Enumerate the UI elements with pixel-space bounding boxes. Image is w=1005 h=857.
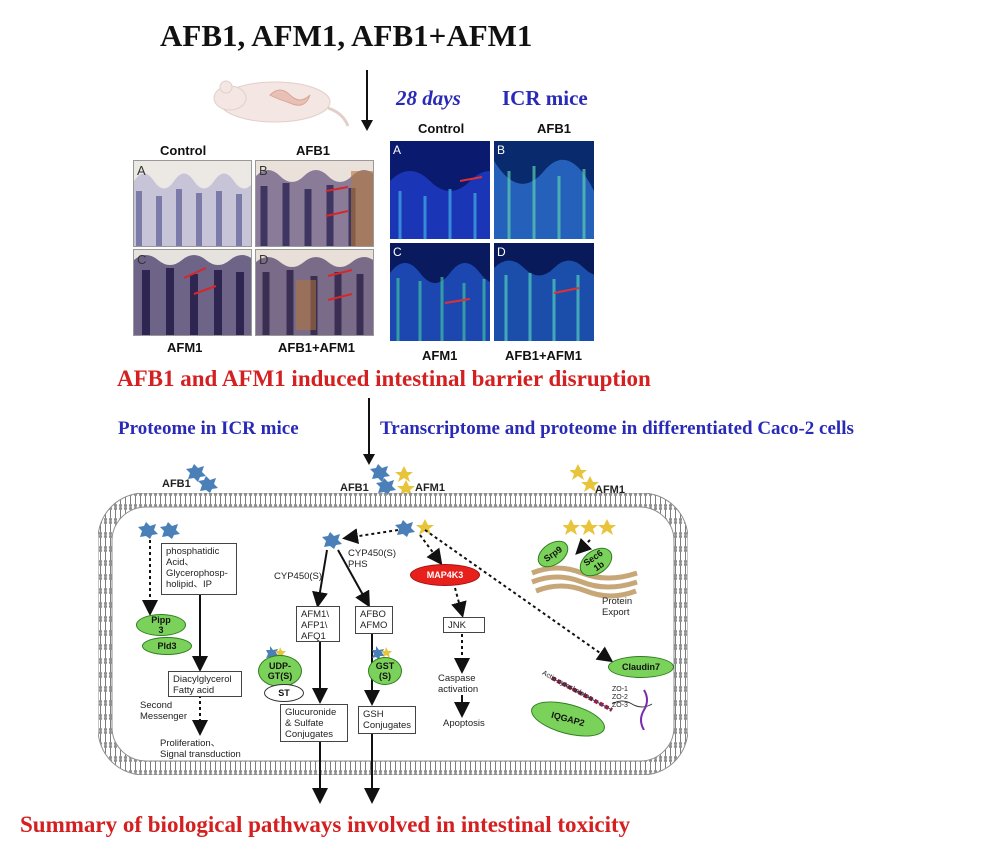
- if-letter-d: D: [497, 245, 506, 259]
- ihc-panel-c: C: [133, 249, 252, 336]
- if-letter-b: B: [497, 143, 506, 157]
- if-panel-b: B: [493, 140, 595, 240]
- diacylglycerol-box: Diacylglycerol Fatty acid: [168, 671, 242, 697]
- ihc-label-afm1: AFM1: [167, 340, 203, 355]
- map4k3-node: MAP4K3: [410, 564, 480, 586]
- afm1-molecule-icon: [570, 464, 599, 492]
- if-panel-d: D: [493, 242, 595, 342]
- ihc-letter-a: A: [137, 163, 146, 178]
- ihc-letter-c: C: [137, 252, 147, 267]
- gst-molecule-icon: [372, 646, 392, 660]
- duration-label: 28 days: [396, 86, 461, 110]
- toxin-afb1-combo-label: AFB1: [340, 482, 369, 494]
- gst-node: GST (S): [368, 657, 402, 685]
- if-label-afm1: AFM1: [422, 348, 458, 363]
- ihc-panel-b: B: [255, 160, 374, 247]
- afm1-metabolites-box: AFM1\ AFP1\ AFQ1: [296, 606, 340, 642]
- afb1-molecule-icon: [186, 464, 218, 493]
- if-label-control: Control: [418, 121, 465, 136]
- cyp-right-text: CYP450(S) PHS: [348, 548, 397, 570]
- actin-filament-icon: [551, 676, 653, 730]
- apoptosis-text: Apoptosis: [443, 718, 485, 729]
- ihc-label-afb1-afm1: AFB1+AFM1: [278, 340, 355, 355]
- if-label-afb1: AFB1: [537, 121, 571, 136]
- toxin-afm1-combo-label: AFM1: [415, 482, 445, 494]
- ihc-label-control: Control: [160, 143, 207, 158]
- claudin7-node: Claudin7: [608, 656, 674, 678]
- if-panel-a: A: [389, 140, 491, 240]
- if-letter-a: A: [393, 143, 402, 157]
- entry-combo-icon: [395, 519, 434, 537]
- gsh-box: GSH Conjugates: [358, 706, 416, 734]
- intracellular-afb1-icon: [322, 532, 342, 549]
- udpgt-node: UDP- GT(S): [258, 655, 302, 687]
- glucuronide-box: Glucuronide & Sulfate Conjugates: [280, 704, 348, 742]
- afb1-afm1-molecules-icon: [370, 464, 415, 495]
- pld3-node: Pld3: [142, 637, 192, 655]
- finding-heading: AFB1 and AFM1 induced intestinal barrier…: [117, 366, 651, 391]
- caspase-text: Caspase activation: [438, 673, 479, 695]
- afbo-box: AFBO AFMO: [355, 606, 393, 634]
- if-letter-c: C: [393, 245, 402, 259]
- cell-membrane: [98, 493, 688, 775]
- entry-afb1-icon: [138, 522, 180, 539]
- approach-right: Transcriptome and proteome in differenti…: [380, 418, 854, 439]
- approach-left: Proteome in ICR mice: [118, 418, 299, 439]
- ihc-label-afb1: AFB1: [296, 143, 330, 158]
- ihc-panel-d: D: [255, 249, 374, 336]
- zo-text: ZO-1 ZO-2 ZO-3: [612, 686, 628, 709]
- second-messenger-text: Second Messenger: [140, 700, 187, 722]
- ihc-letter-b: B: [259, 163, 268, 178]
- jnk-box: JNK: [443, 617, 485, 633]
- pipp3-node: Pipp 3: [136, 614, 186, 636]
- mouse-illustration: [213, 80, 350, 127]
- arrow-down-1: [361, 70, 373, 131]
- protein-export-text: Protein Export: [602, 596, 633, 618]
- toxin-afb1-label: AFB1: [162, 478, 191, 490]
- if-panel-c: C: [389, 242, 491, 342]
- arrow-down-2: [363, 398, 375, 465]
- model-label: ICR mice: [502, 86, 588, 110]
- ihc-panel-a: A: [133, 160, 252, 247]
- proliferation-text: Proliferation、 Signal transduction: [160, 738, 241, 760]
- st-node: ST: [264, 684, 304, 702]
- if-label-afb1-afm1: AFB1+AFM1: [505, 348, 582, 363]
- cyp-left-text: CYP450(S): [274, 571, 323, 582]
- ihc-letter-d: D: [259, 252, 269, 267]
- summary-heading: Summary of biological pathways involved …: [20, 812, 631, 837]
- entry-afm1-icon: [563, 519, 616, 535]
- title: AFB1, AFM1, AFB1+AFM1: [160, 18, 533, 53]
- phosphatidic-box: phosphatidic Acid、 Glycerophosp- holipid…: [161, 543, 237, 595]
